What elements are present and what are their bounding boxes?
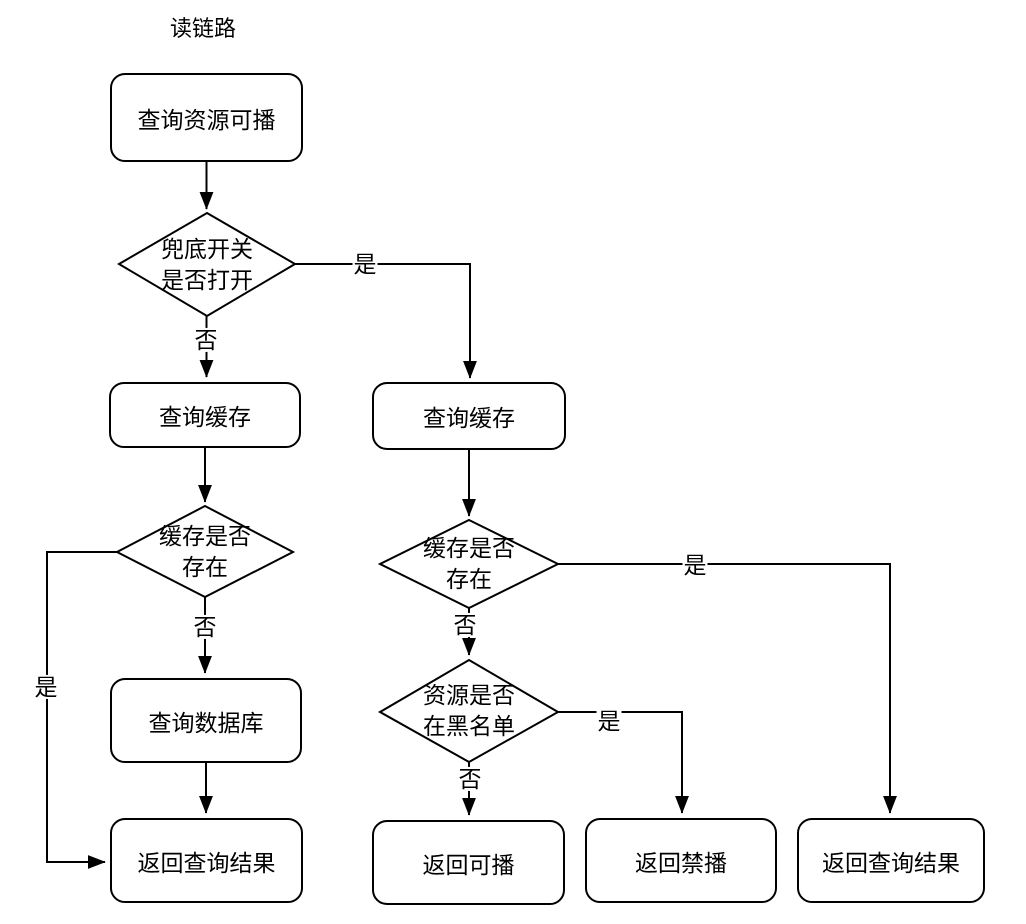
edge-label-cache-right-no: 否	[452, 611, 478, 638]
edge-label-fallback-no: 否	[193, 326, 219, 353]
diamond-cache-exists-left-shape	[114, 504, 296, 599]
node-return-banned-label: 返回禁播	[635, 849, 727, 876]
edge-label-blacklist-no: 否	[457, 765, 483, 792]
node-return-query-result-left-label: 返回查询结果	[137, 849, 276, 876]
node-query-cache-left: 查询缓存	[109, 382, 301, 448]
edge-label-cache-left-no: 否	[192, 613, 218, 640]
diamond-fallback-switch-shape	[117, 211, 297, 318]
diamond-blacklist-check-shape	[377, 658, 561, 764]
edge-fallback-yes-to-query-cache-right	[295, 263, 477, 379]
node-return-query-result-right-label: 返回查询结果	[822, 849, 960, 876]
node-return-playable-label: 返回可播	[422, 851, 515, 878]
node-query-resource-label: 查询资源可播	[137, 106, 276, 133]
node-query-cache-right: 查询缓存	[372, 382, 566, 450]
edge-label-fallback-yes: 是	[352, 250, 378, 277]
edge-cache-left-yes-to-return-query-result-left	[46, 551, 117, 869]
edge-label-cache-left-yes: 是	[33, 673, 59, 700]
node-return-query-result-left: 返回查询结果	[110, 818, 303, 903]
node-query-database-label: 查询数据库	[148, 709, 264, 736]
diamond-cache-exists-right-shape	[377, 518, 561, 610]
node-query-resource: 查询资源可播	[110, 73, 303, 162]
node-query-cache-right-label: 查询缓存	[423, 405, 515, 431]
node-return-banned: 返回禁播	[585, 818, 777, 903]
diagram-title: 读链路	[170, 16, 237, 41]
node-return-playable: 返回可播	[372, 820, 565, 905]
edge-label-cache-right-yes: 是	[682, 551, 708, 578]
node-query-database: 查询数据库	[110, 678, 302, 763]
edge-label-blacklist-yes: 是	[596, 707, 622, 734]
node-query-cache-left-label: 查询缓存	[159, 404, 251, 430]
node-return-query-result-right: 返回查询结果	[797, 818, 985, 903]
edge-cache-right-yes-to-return-query-result-right	[558, 563, 897, 814]
